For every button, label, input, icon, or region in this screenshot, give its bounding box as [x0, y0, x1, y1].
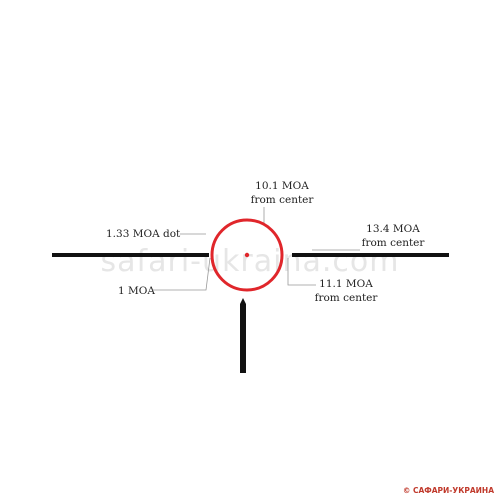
right-label-line1: 13.4 MOA [366, 223, 420, 235]
top-label-line2: from center [251, 194, 315, 206]
lower-label-line1: 11.1 MOA [319, 278, 373, 290]
leader-lower [287, 258, 316, 286]
red-dot [244, 252, 250, 258]
red-ring [210, 218, 284, 292]
watermark: safari-ukraina.com [101, 244, 400, 279]
lower-label-line2: from center [315, 292, 379, 304]
right-post [292, 253, 449, 257]
right-label-line2: from center [362, 237, 426, 249]
dot-label: 1.33 MOA dot [106, 228, 181, 240]
leader-lines [152, 207, 360, 291]
ring-label: 1 MOA [118, 285, 155, 297]
copyright-text: © САФАРИ-УКРАИНА [403, 486, 494, 495]
left-post [52, 253, 209, 257]
leader-ring [152, 257, 211, 291]
reticle-posts [52, 253, 449, 373]
top-label-line1: 10.1 MOA [255, 180, 309, 192]
bottom-post [240, 298, 246, 373]
